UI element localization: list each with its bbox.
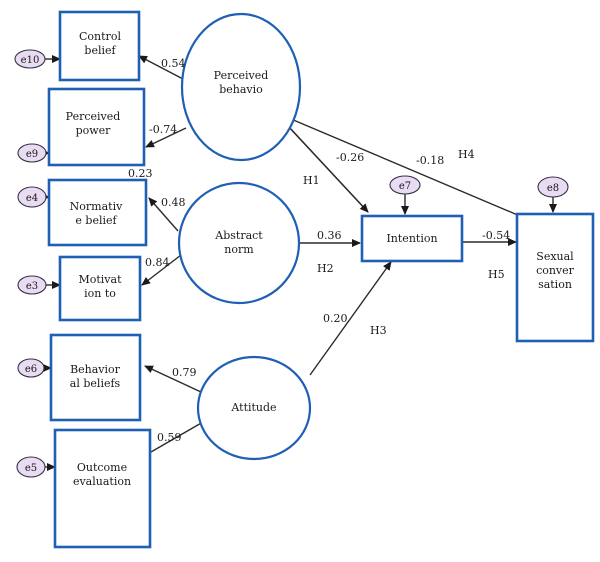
hypothesis-h5: H5 xyxy=(488,268,505,281)
intention-label: Intention xyxy=(386,232,437,245)
path-lines xyxy=(41,55,557,471)
box-outcome-evaluation: Outcome evaluation xyxy=(53,428,152,549)
svg-text:e4: e4 xyxy=(26,193,38,204)
error-e3: e3 xyxy=(17,275,47,295)
error-e5: e5 xyxy=(16,456,46,478)
error-e4: e4 xyxy=(17,186,47,208)
path-att-to-intention xyxy=(309,261,392,376)
outcome-evaluation-line-2: evaluation xyxy=(73,475,131,488)
construct-abstract-norm: Abstract norm xyxy=(177,181,301,305)
path-att-to-outcome xyxy=(150,421,204,453)
coef-pb-control: 0.54 xyxy=(161,57,186,70)
path-an-to-motivation xyxy=(141,254,182,286)
normative-belief-line-1: Normativ xyxy=(70,200,123,213)
hypothesis-labels: H1 H2 H3 H4 H5 xyxy=(303,148,505,337)
error-e9: e9 xyxy=(17,143,47,163)
coef-an-intention: 0.36 xyxy=(317,229,342,242)
box-sexual-conversation: Sexual conver sation xyxy=(515,212,595,343)
perceived-behavior-line-2: behavio xyxy=(219,83,263,96)
coef-an-normative: 0.48 xyxy=(161,196,186,209)
svg-text:e8: e8 xyxy=(547,183,559,194)
error-e6: e6 xyxy=(17,358,45,378)
sexual-conversation-line-3: sation xyxy=(538,278,572,291)
svg-text:e5: e5 xyxy=(25,463,37,474)
sexual-conversation-line-2: conver xyxy=(536,264,575,277)
hypothesis-h4: H4 xyxy=(458,148,475,161)
error-e7: e7 xyxy=(389,175,421,195)
coef-att-intention: 0.20 xyxy=(323,312,348,325)
svg-text:e10: e10 xyxy=(21,55,40,66)
behavioral-beliefs-line-1: Behavior xyxy=(70,363,121,376)
box-control-belief: Control belief xyxy=(58,10,141,82)
perceived-behavior-line-1: Perceived xyxy=(214,69,269,82)
svg-text:e3: e3 xyxy=(26,281,38,292)
box-intention: Intention xyxy=(360,214,464,263)
construct-perceived-behavior: Perceived behavio xyxy=(180,12,302,162)
sexual-conversation-line-1: Sexual xyxy=(536,250,574,263)
error-e10: e10 xyxy=(14,49,46,69)
control-belief-line-1: Control xyxy=(79,30,121,43)
behavioral-beliefs-line-2: al beliefs xyxy=(70,377,121,390)
perceived-power-line-1: Perceived xyxy=(66,110,121,123)
perceived-power-line-2: power xyxy=(76,124,112,137)
path-an-to-normative xyxy=(148,197,179,232)
path-pb-to-power xyxy=(145,127,187,148)
box-normative-belief: Normativ e belief xyxy=(47,178,148,247)
outcome-evaluation-line-1: Outcome xyxy=(77,461,127,474)
path-pb-to-sexual xyxy=(290,118,521,217)
box-behavioral-beliefs: Behavior al beliefs xyxy=(49,333,142,422)
error-e8: e8 xyxy=(537,176,569,198)
coef-pb-intention: -0.26 xyxy=(336,151,364,164)
path-att-to-behavioral xyxy=(144,365,202,393)
motivation-to-line-2: ion to xyxy=(84,287,116,300)
path-pb-to-control xyxy=(138,55,184,80)
abstract-norm-line-1: Abstract xyxy=(214,229,263,242)
box-perceived-power: Perceived power xyxy=(47,87,146,167)
coef-small-023: 0.23 xyxy=(128,167,153,180)
path-pb-to-intention xyxy=(287,125,369,213)
coef-intention-sexual: -0.54 xyxy=(482,229,510,242)
control-belief-line-2: belief xyxy=(84,44,116,57)
coef-pb-power: -0.74 xyxy=(149,123,177,136)
coef-an-motivation: 0.84 xyxy=(145,256,170,269)
hypothesis-h1: H1 xyxy=(303,174,320,187)
coefficients: 0.54 -0.74 -0.26 -0.18 0.48 0.84 0.36 0.… xyxy=(128,57,510,444)
attitude-label: Attitude xyxy=(230,401,276,414)
hypothesis-h3: H3 xyxy=(370,324,387,337)
svg-text:e9: e9 xyxy=(26,149,38,160)
construct-attitude: Attitude xyxy=(196,355,312,461)
abstract-norm-line-2: norm xyxy=(224,243,254,256)
box-motivation-to: Motivat ion to xyxy=(58,255,142,322)
svg-text:e7: e7 xyxy=(399,181,411,192)
motivation-to-line-1: Motivat xyxy=(78,273,122,286)
hypothesis-h2: H2 xyxy=(317,262,334,275)
svg-text:e6: e6 xyxy=(25,364,37,375)
coef-att-behavioral: 0.79 xyxy=(172,366,197,379)
coef-att-outcome: 0.59 xyxy=(157,431,182,444)
normative-belief-line-2: e belief xyxy=(75,214,117,227)
coef-pb-sexual: -0.18 xyxy=(416,154,444,167)
